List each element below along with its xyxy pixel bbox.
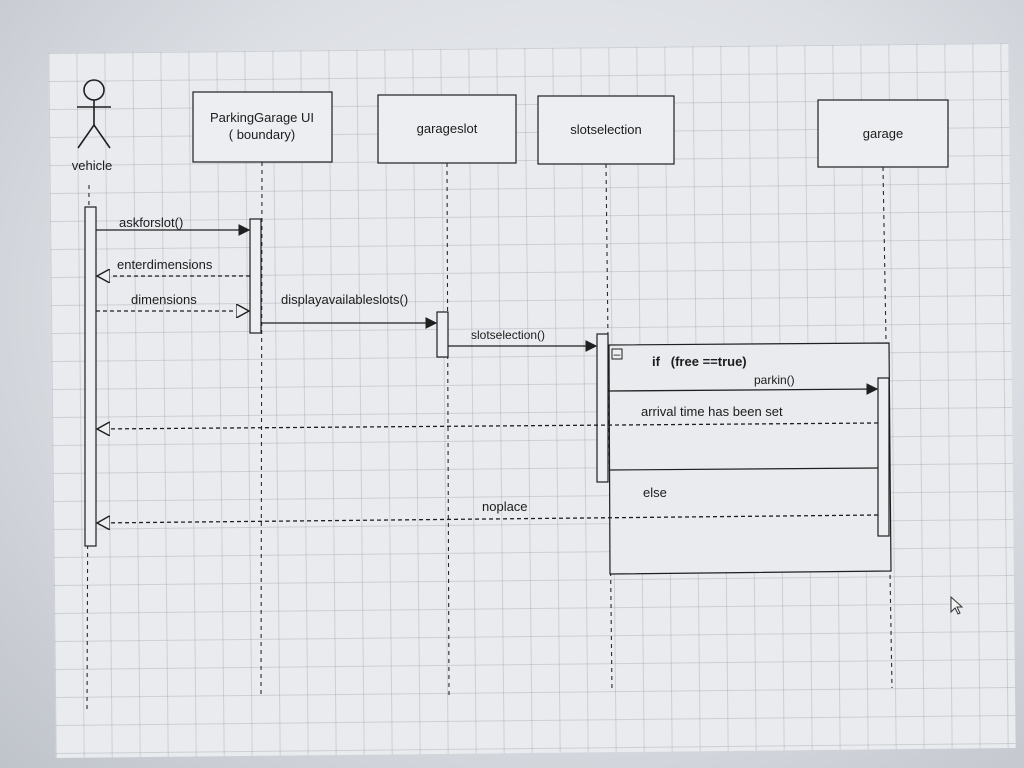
participant-ui-subtitle: ( boundary) — [229, 127, 295, 142]
message-parkin-label: parkin() — [754, 373, 795, 387]
lifeline-garageslot — [446, 162, 450, 696]
participant-ui-title: ParkingGarage UI — [210, 110, 314, 125]
participant-garage-label: garage — [863, 126, 903, 141]
activation-slotselection[interactable] — [596, 333, 609, 483]
message-enterdimensions-label: enterdimensions — [117, 257, 213, 272]
actor-head — [83, 79, 105, 101]
activation-garageslot[interactable] — [436, 311, 449, 358]
participant-slotselection-label: slotselection — [570, 122, 642, 137]
actor-leg-right — [93, 124, 111, 149]
participant-garage[interactable] — [817, 99, 949, 168]
activation-parkinggarage-ui[interactable] — [249, 218, 262, 334]
actor-vehicle[interactable] — [77, 79, 111, 149]
message-dimensions-label: dimensions — [131, 292, 197, 307]
participant-slotselection[interactable] — [537, 95, 675, 165]
activation-vehicle[interactable] — [84, 206, 97, 547]
message-noplace-label: noplace — [482, 499, 528, 514]
alt-else-label: else — [643, 485, 667, 500]
message-askforslot-label: askforslot() — [119, 215, 183, 230]
alt-fragment-frame — [608, 342, 892, 575]
message-parkin-arrow[interactable] — [607, 383, 879, 395]
message-displayavailableslots-label: displayavailableslots() — [281, 292, 408, 307]
fragment-collapse-button[interactable] — [611, 348, 623, 360]
alt-fragment-separator — [608, 467, 880, 471]
mouse-cursor-icon — [950, 595, 964, 615]
actor-label: vehicle — [72, 158, 112, 173]
activation-garage[interactable] — [877, 377, 890, 537]
message-slotselection-label: slotselection() — [471, 328, 545, 342]
alt-condition-label: if (free ==true) — [652, 354, 747, 369]
actor-leg-left — [77, 124, 95, 149]
alt-fragment[interactable] — [608, 342, 892, 575]
collapse-icon: – — [614, 347, 621, 361]
message-arrival-label: arrival time has been set — [641, 404, 783, 419]
participant-parkinggarage-ui[interactable] — [192, 91, 333, 163]
lifeline-parkinggarage-ui — [260, 161, 263, 699]
participant-garageslot-label: garageslot — [417, 121, 478, 136]
lifeline-garage — [882, 166, 893, 689]
